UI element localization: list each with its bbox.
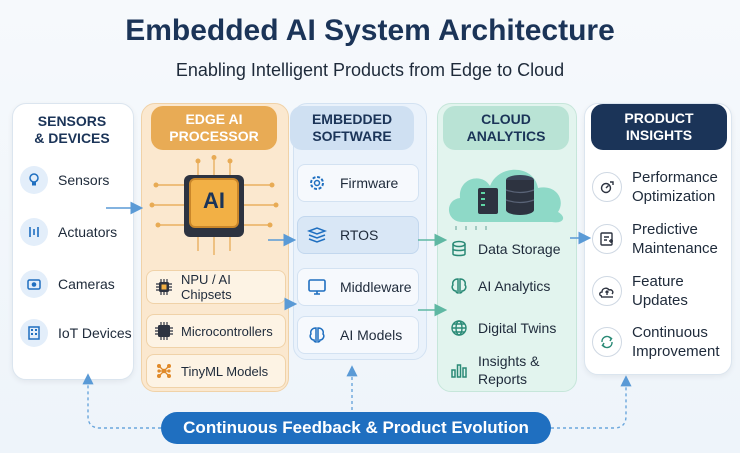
feedback-loop-right [551, 375, 632, 429]
gear-icon [306, 172, 328, 194]
edge-item-microcontrollers: Microcontrollers [146, 314, 286, 348]
database-icon [448, 238, 470, 260]
cloud-item-data-storage: Data Storage [448, 238, 561, 260]
sensors-header: SENSORS & DEVICES [34, 113, 110, 146]
ai-chip-label: AI [203, 188, 225, 213]
network-icon [153, 360, 175, 382]
microcontroller-icon [153, 320, 175, 342]
sensor-item-actuators: Actuators [20, 218, 117, 246]
monitor-icon [306, 276, 328, 298]
layers-icon [306, 224, 328, 246]
iot-label: IoT Devices [58, 325, 132, 341]
continuous-label: Continuous Improvement [632, 324, 720, 360]
camera-label: Cameras [58, 276, 115, 292]
insight-item-predictive: Predictive Maintenance [592, 220, 718, 258]
software-item-firmware: Firmware [297, 164, 419, 202]
ai-analytics-label: AI Analytics [478, 278, 551, 294]
sensor-label: Sensors [58, 172, 110, 188]
chip-icon [153, 276, 175, 298]
software-item-ai-models: AI Models [297, 316, 419, 354]
cloud-item-digital-twins: Digital Twins [448, 317, 556, 339]
globe-icon [448, 317, 470, 339]
actuator-label: Actuators [58, 224, 118, 240]
performance-label: Performance Optimization [632, 169, 718, 205]
maintenance-icon [592, 224, 622, 254]
cycle-icon [592, 327, 622, 357]
performance-icon [592, 172, 622, 202]
digital-twins-label: Digital Twins [478, 320, 557, 336]
insight-item-feature-updates: Feature Updates [592, 272, 688, 310]
cloud-item-ai-analytics: AI Analytics [448, 275, 550, 297]
brain-icon [448, 275, 470, 297]
npu-label: NPU / AI Chipsets [180, 272, 232, 302]
cloud-item-insights-reports: Insights & Reports [448, 352, 539, 388]
rtos-label: RTOS [340, 227, 379, 243]
edge-item-tinyml: TinyML Models [146, 354, 286, 388]
cloud-header: CLOUD ANALYTICS [443, 106, 569, 150]
brain-icon [306, 324, 328, 346]
cloud-column [437, 103, 577, 392]
page-subtitle: Enabling Intelligent Products from Edge … [175, 60, 565, 80]
insights-header: PRODUCT INSIGHTS [591, 104, 727, 150]
feedback-banner: Continuous Feedback & Product Evolution [161, 412, 551, 444]
sensor-item-iot: IoT Devices [20, 319, 132, 347]
ai-chip-graphic [149, 155, 279, 255]
insight-item-performance: Performance Optimization [592, 168, 718, 206]
bar-chart-icon [448, 359, 470, 381]
actuator-icon [20, 218, 48, 246]
camera-icon [20, 270, 48, 298]
page-title: Embedded AI System Architecture [125, 14, 615, 47]
cloud-database-graphic [448, 169, 564, 230]
middleware-label: Middleware [340, 279, 412, 295]
feature-updates-label: Feature Updates [632, 273, 688, 309]
data-storage-label: Data Storage [478, 241, 561, 257]
predictive-label: Predictive Maintenance [632, 221, 718, 257]
insights-reports-label: Insights & Reports [478, 353, 540, 387]
sensor-item-sensors: Sensors [20, 166, 109, 194]
software-item-middleware: Middleware [297, 268, 419, 306]
edge-item-npu: NPU / AI Chipsets [146, 270, 286, 304]
insight-item-continuous: Continuous Improvement [592, 323, 720, 361]
feedback-loop-left [82, 373, 161, 429]
ai-models-label: AI Models [340, 327, 403, 343]
edge-header: EDGE AI PROCESSOR [151, 106, 277, 150]
firmware-label: Firmware [340, 175, 399, 191]
software-header: EMBEDDED SOFTWARE [290, 106, 414, 150]
sensor-item-cameras: Cameras [20, 270, 115, 298]
tinyml-label: TinyML Models [181, 363, 269, 379]
microcontrollers-label: Microcontrollers [181, 323, 273, 339]
cloud-update-icon [592, 276, 622, 306]
software-item-rtos: RTOS [297, 216, 419, 254]
building-icon [20, 319, 48, 347]
lightbulb-icon [20, 166, 48, 194]
